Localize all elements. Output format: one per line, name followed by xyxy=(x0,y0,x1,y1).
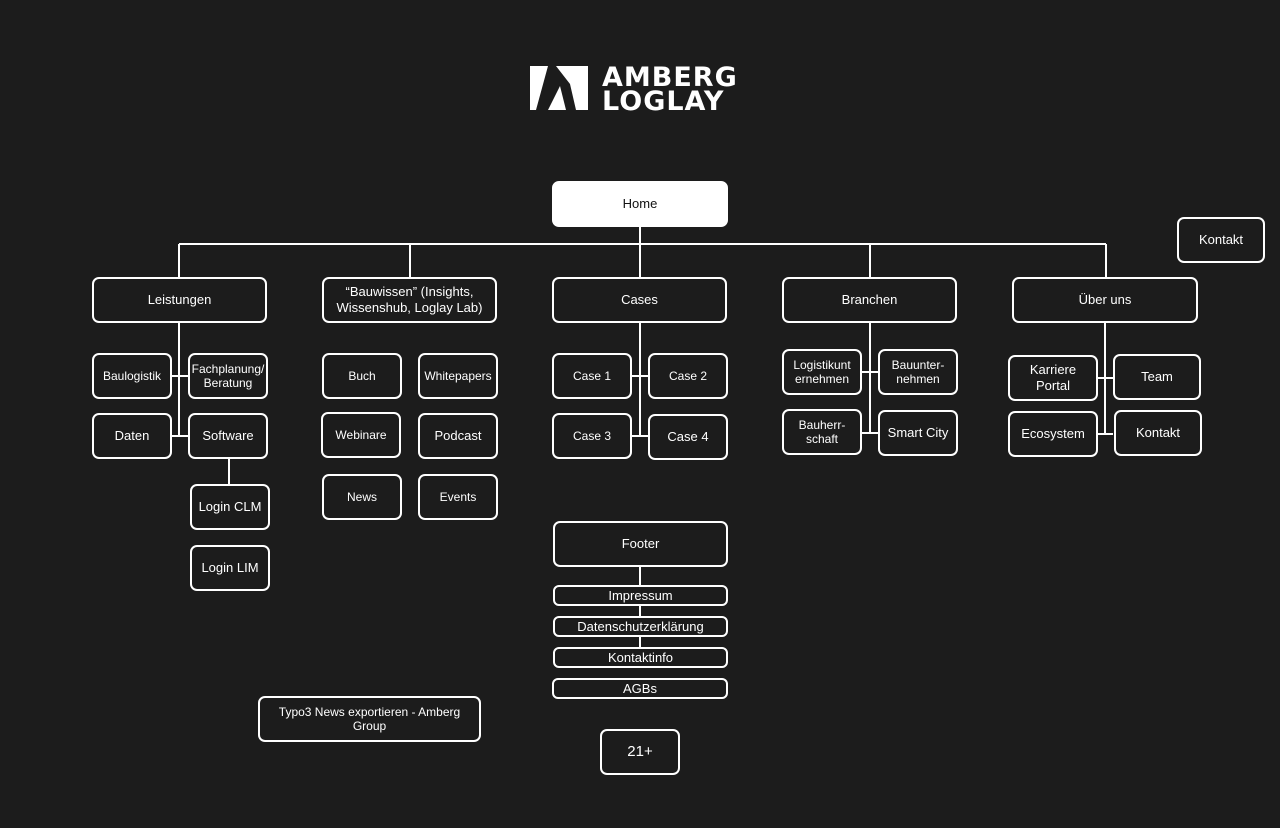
node-team[interactable]: Team xyxy=(1113,354,1201,400)
node-footer[interactable]: Footer xyxy=(553,521,728,567)
node-news[interactable]: News xyxy=(322,474,402,520)
node-case-1[interactable]: Case 1 xyxy=(552,353,632,399)
node-bauherrschaft[interactable]: Bauherr- schaft xyxy=(782,409,862,455)
node-daten[interactable]: Daten xyxy=(92,413,172,459)
node-bauunternehmen[interactable]: Bauunter- nehmen xyxy=(878,349,958,395)
node-login-lim[interactable]: Login LIM xyxy=(190,545,270,591)
node-login-clm[interactable]: Login CLM xyxy=(190,484,270,530)
node-fachplanung[interactable]: Fachplanung/ Beratung xyxy=(188,353,268,399)
logo-mark-icon xyxy=(530,66,588,110)
node-bauwissen[interactable]: “Bauwissen” (Insights, Wissenshub, Logla… xyxy=(322,277,497,323)
node-karriere-portal[interactable]: Karriere Portal xyxy=(1008,355,1098,401)
node-age-21-plus[interactable]: 21+ xyxy=(600,729,680,775)
node-whitepapers[interactable]: Whitepapers xyxy=(418,353,498,399)
node-events[interactable]: Events xyxy=(418,474,498,520)
node-buch[interactable]: Buch xyxy=(322,353,402,399)
node-case-4[interactable]: Case 4 xyxy=(648,414,728,460)
node-smart-city[interactable]: Smart City xyxy=(878,410,958,456)
node-case-3[interactable]: Case 3 xyxy=(552,413,632,459)
node-webinare[interactable]: Webinare xyxy=(321,412,401,458)
logo-text-amberg: AMBERG xyxy=(602,62,738,93)
node-branchen[interactable]: Branchen xyxy=(782,277,957,323)
logo-text-loglay: LOGLAY xyxy=(602,86,725,117)
node-case-2[interactable]: Case 2 xyxy=(648,353,728,399)
node-home[interactable]: Home xyxy=(552,181,728,227)
node-ueber-uns[interactable]: Über uns xyxy=(1012,277,1198,323)
node-software[interactable]: Software xyxy=(188,413,268,459)
node-kontakt-ueber-uns[interactable]: Kontakt xyxy=(1114,410,1202,456)
node-podcast[interactable]: Podcast xyxy=(418,413,498,459)
node-baulogistik[interactable]: Baulogistik xyxy=(92,353,172,399)
node-impressum[interactable]: Impressum xyxy=(553,585,728,606)
amberg-loglay-logo: AMBERG LOGLAY xyxy=(530,62,752,117)
node-leistungen[interactable]: Leistungen xyxy=(92,277,267,323)
node-logistikunternehmen[interactable]: Logistikunt ernehmen xyxy=(782,349,862,395)
node-cases[interactable]: Cases xyxy=(552,277,727,323)
node-typo3-news-export[interactable]: Typo3 News exportieren - Amberg Group xyxy=(258,696,481,742)
node-kontakt-top[interactable]: Kontakt xyxy=(1177,217,1265,263)
node-ecosystem[interactable]: Ecosystem xyxy=(1008,411,1098,457)
node-kontaktinfo[interactable]: Kontaktinfo xyxy=(553,647,728,668)
node-datenschutzerklaerung[interactable]: Datenschutzerklärung xyxy=(553,616,728,637)
node-agbs[interactable]: AGBs xyxy=(552,678,728,699)
